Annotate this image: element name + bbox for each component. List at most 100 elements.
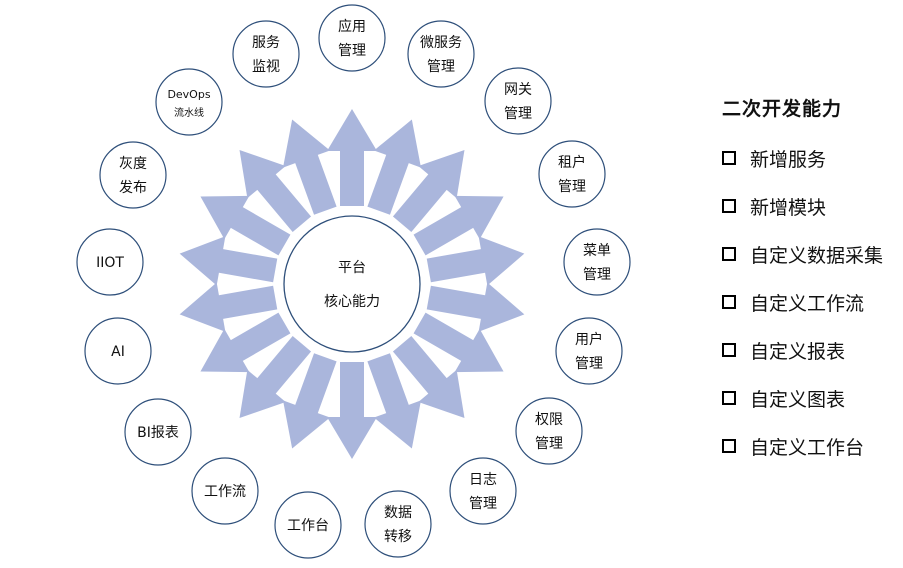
checkbox-icon: [722, 391, 736, 405]
module-label: 菜单: [583, 243, 611, 259]
module-circle: [563, 228, 631, 296]
module-circle: [191, 457, 259, 525]
capability-item: 自定义工作流: [722, 278, 883, 326]
capability-item: 新增服务: [722, 134, 883, 182]
radial-arrow: [179, 236, 278, 286]
module-circle: [484, 67, 552, 135]
capability-label: 新增模块: [750, 196, 827, 219]
module-label: 租户: [558, 154, 586, 171]
checkbox-icon: [722, 151, 736, 165]
module-label: 转移: [384, 529, 412, 545]
module-label: 服务: [252, 35, 280, 51]
module-label: 用户: [575, 331, 603, 348]
module-circle: [407, 20, 475, 88]
capability-label: 自定义图表: [750, 388, 846, 411]
radial-arrow: [283, 119, 337, 215]
capability-item: 自定义图表: [722, 374, 883, 422]
module-circle: [515, 397, 583, 465]
module-node: IIOT: [76, 228, 144, 296]
arrow-ring: [179, 109, 525, 459]
module-label: BI报表: [137, 425, 179, 441]
module-label: 灰度: [119, 156, 147, 172]
module-label: 监视: [252, 59, 280, 75]
center-circle: [283, 215, 421, 353]
module-node: 工作台: [274, 491, 342, 559]
module-label: 管理: [535, 436, 563, 452]
capability-item: 自定义报表: [722, 326, 883, 374]
module-label: 工作台: [287, 518, 329, 534]
capability-label: 自定义工作流: [750, 292, 865, 315]
module-label: 管理: [504, 106, 532, 122]
module-label: 应用: [338, 18, 366, 35]
radial-arrow: [239, 336, 312, 419]
module-circle: [232, 20, 300, 88]
checkbox-icon: [722, 439, 736, 453]
checkbox-icon: [722, 199, 736, 213]
center-label: 核心能力: [324, 294, 380, 310]
module-circle: [84, 317, 152, 385]
radial-arrow: [239, 149, 312, 232]
module-circle: [318, 4, 386, 72]
module-label: 管理: [575, 356, 603, 372]
panel-title: 二次开发能力: [722, 98, 843, 120]
module-label: 日志: [469, 472, 497, 488]
module-label: 权限: [535, 412, 563, 428]
module-label: 流水线: [174, 106, 204, 119]
module-circle: [364, 490, 432, 558]
module-label: 管理: [469, 496, 497, 512]
module-label: 微服务: [420, 35, 462, 51]
radial-arrow: [367, 119, 421, 215]
capability-item: 自定义数据采集: [722, 230, 883, 278]
capability-label: 自定义报表: [750, 340, 846, 363]
capability-list: 新增服务 新增模块 自定义数据采集 自定义工作流 自定义报表 自定义图表 自定义…: [722, 134, 883, 470]
module-label: 管理: [338, 43, 366, 59]
module-circle: [274, 491, 342, 559]
radial-arrow: [327, 109, 377, 206]
checkbox-icon: [722, 247, 736, 261]
module-label: 发布: [119, 180, 147, 196]
module-node: DevOps 流水线: [155, 68, 223, 136]
capability-label: 自定义工作台: [750, 436, 865, 459]
module-circle: [124, 398, 192, 466]
radial-arrow: [327, 362, 377, 459]
checkbox-icon: [722, 343, 736, 357]
radial-arrow: [413, 195, 504, 256]
module-label: 工作流: [204, 484, 246, 500]
module-label: 管理: [558, 179, 586, 195]
module-label: IIOT: [96, 255, 124, 271]
radial-arrow: [367, 353, 421, 449]
radial-arrow: [200, 312, 291, 373]
module-label: 数据: [384, 505, 412, 521]
capability-item: 新增模块: [722, 182, 883, 230]
secondary-development-panel: 二次开发能力 新增服务 新增模块 自定义数据采集 自定义工作流 自定义报表 自定…: [722, 94, 883, 470]
radial-arrow: [392, 149, 465, 232]
module-label: DevOps: [167, 88, 210, 101]
center-label: 平台: [338, 260, 366, 276]
radial-arrow: [413, 312, 504, 373]
capability-label: 新增服务: [750, 148, 827, 171]
module-node: 工作流: [191, 457, 259, 525]
module-circle: [99, 141, 167, 209]
module-circle: [449, 457, 517, 525]
radial-arrow: [426, 236, 525, 286]
radial-arrow: [426, 282, 525, 332]
module-node: BI报表: [124, 398, 192, 466]
radial-arrow: [283, 353, 337, 449]
checkbox-icon: [722, 295, 736, 309]
module-circle: [76, 228, 144, 296]
module-label: 管理: [583, 267, 611, 283]
module-node: AI: [84, 317, 152, 385]
module-circle: [155, 68, 223, 136]
